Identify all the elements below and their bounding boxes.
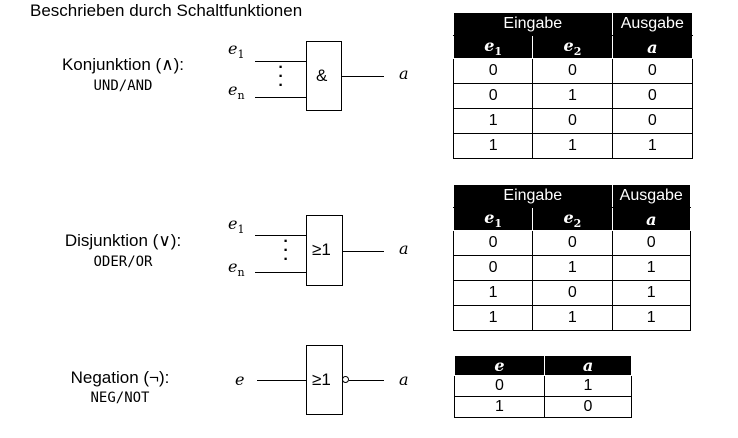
or-gate-name: Disjunktion (∨): [64,231,182,250]
table-cell: 1 [532,83,613,110]
and-gate-name: Konjunktion (∧): [61,55,185,74]
table-group-header: Eingabe Ausgabe [453,12,694,36]
table-cell: 1 [532,255,613,282]
table-group-header: Eingabe Ausgabe [453,184,691,208]
table-cell: 1 [611,280,691,307]
and-input-n-label: en [228,80,245,103]
and-output-wire [342,76,384,77]
table-cell: 0 [454,375,545,397]
table-cell: 0 [611,108,694,135]
column-header-e1: e1 [452,34,534,60]
output-group-header: Ausgabe [611,12,694,36]
or-input-1-wire [255,235,307,236]
table-cell: 0 [452,83,534,110]
input-group-header: Eingabe [453,12,613,36]
and-gate-box [306,41,342,111]
column-header-e2: e2 [532,206,613,232]
column-header-e1: e1 [452,206,534,232]
and-gate-symbol: & [316,66,328,85]
table-cell: 0 [532,280,613,307]
table-cell: 1 [611,133,694,160]
column-header-a: a [611,206,691,232]
page-heading: Beschrieben durch Schaltfunktionen [30,1,303,20]
input-group-header: Eingabe [453,184,613,208]
table-column-header: e1 e2 a [452,206,691,232]
table-cell: 1 [544,375,632,397]
table-cell: 0 [544,396,632,418]
not-output-label: a [399,370,409,389]
or-gate-subtitle: ODER/OR [93,254,153,270]
and-ellipsis: ··· [278,59,284,94]
or-input-1-label: e1 [228,214,245,237]
not-output-wire [349,380,384,381]
and-input-1-wire [255,61,307,62]
table-cell: 1 [452,305,534,332]
table-cell: 1 [452,108,534,135]
not-gate-subtitle: NEG/NOT [90,390,150,406]
negation-bubble [342,376,349,383]
table-cell: 1 [452,133,534,160]
table-cell: 0 [611,58,694,85]
or-input-n-wire [255,272,307,273]
or-output-label: a [399,239,409,258]
table-cell: 1 [532,305,613,332]
table-cell: 1 [611,255,691,282]
table-column-header: e a [454,355,632,376]
table-cell: 1 [611,305,691,332]
not-gate-symbol: ≥1 [312,370,331,389]
table-cell: 0 [611,83,694,110]
table-cell: 1 [532,133,613,160]
table-cell: 1 [452,280,534,307]
or-ellipsis: ··· [283,233,289,268]
table-cell: 1 [454,396,545,418]
or-gate-box [306,215,343,286]
and-input-n-wire [255,97,307,98]
table-cell: 0 [452,58,534,85]
or-gate-symbol: ≥1 [312,240,331,259]
not-input-label: e [235,370,245,389]
and-gate-subtitle: UND/AND [93,78,153,94]
column-header-a: a [544,355,632,376]
table-cell: 0 [452,230,534,257]
or-output-wire [343,251,384,252]
table-cell: 0 [452,255,534,282]
not-input-wire [257,380,307,381]
column-header-e: e [454,355,545,376]
table-cell: 0 [532,230,613,257]
output-group-header: Ausgabe [611,184,691,208]
table-cell: 0 [611,230,691,257]
table-column-header: e1 e2 a [452,34,694,60]
table-cell: 0 [532,58,613,85]
table-cell: 0 [532,108,613,135]
or-input-n-label: en [228,257,245,280]
and-input-1-label: e1 [228,39,245,62]
not-gate-name: Negation (¬): [70,368,170,387]
and-output-label: a [399,64,409,83]
column-header-a: a [611,34,694,60]
column-header-e2: e2 [532,34,613,60]
